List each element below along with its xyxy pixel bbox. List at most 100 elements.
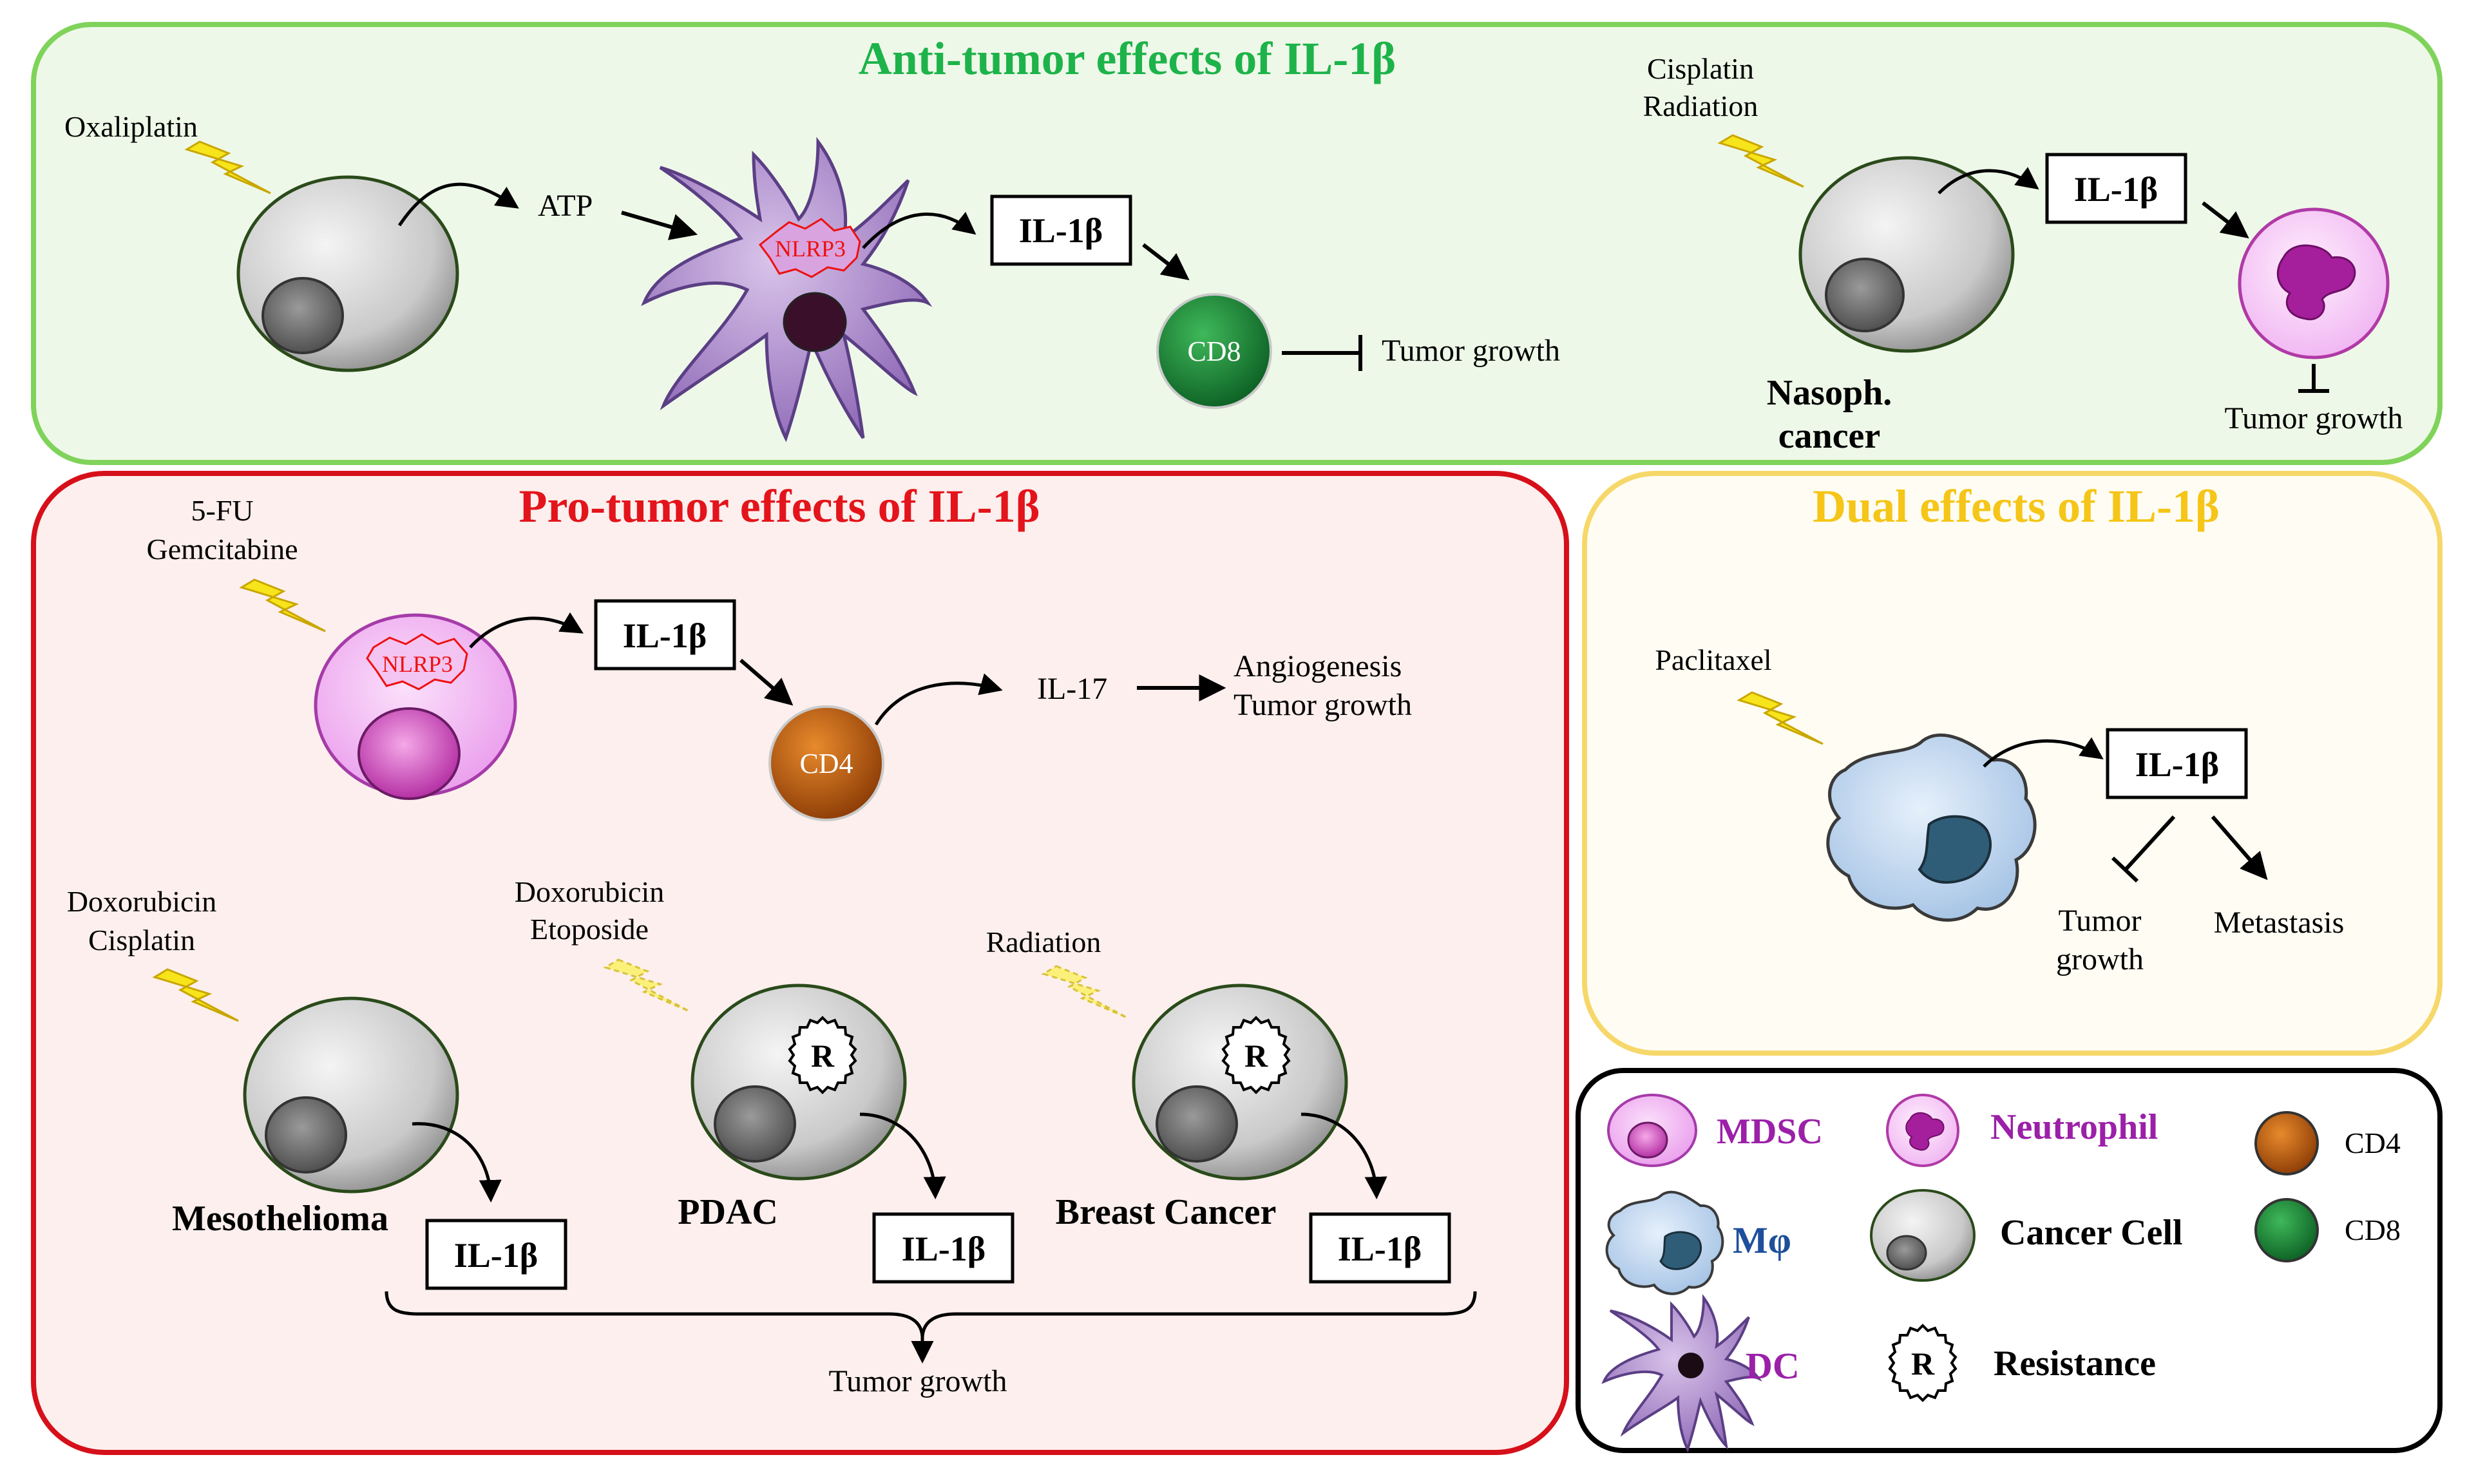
arrow-to-neutrophil bbox=[2202, 201, 2249, 239]
svg-text:R: R bbox=[1244, 1038, 1268, 1074]
macrophage-cell bbox=[1826, 733, 2037, 922]
nasoph-label: Nasoph. bbox=[1767, 373, 1892, 413]
nlrp3-star bbox=[366, 633, 468, 690]
pro-panel-title: Pro-tumor effects of IL-1β bbox=[519, 480, 1040, 532]
anti-panel-frame bbox=[31, 22, 2443, 465]
cancer-cell bbox=[243, 996, 459, 1194]
il17-label: IL-17 bbox=[1037, 672, 1107, 706]
il1b-label: IL-1β bbox=[2135, 745, 2219, 784]
neutrophil-cell bbox=[2238, 207, 2390, 359]
secretion-arrow bbox=[1983, 737, 2104, 768]
secretion-arrow bbox=[412, 1122, 502, 1203]
cancer-cell-icon bbox=[1870, 1189, 1976, 1282]
mdsc-nucleus bbox=[357, 707, 461, 800]
pro-panel-frame bbox=[31, 471, 1569, 1455]
legend-item-cd4: CD4 bbox=[2254, 1111, 2401, 1175]
dc-nucleus bbox=[783, 292, 847, 352]
secretion-arrow bbox=[469, 612, 584, 649]
legend-item-cd8: CD8 bbox=[2254, 1198, 2401, 1262]
legend-item-cancer-cell: Cancer Cell bbox=[1870, 1189, 2183, 1282]
lightning-icon bbox=[1737, 691, 1824, 745]
mdsc-cell: NLRP3 bbox=[314, 613, 517, 800]
il1b-label: IL-1β bbox=[2074, 170, 2158, 209]
legend-item-macrophage: Mφ bbox=[1605, 1190, 1791, 1295]
secretion-arrow bbox=[862, 211, 976, 249]
lightning-icon bbox=[239, 578, 326, 633]
pdac-label: PDAC bbox=[678, 1192, 778, 1232]
il1b-box bbox=[1309, 1212, 1451, 1284]
secretion-arrow bbox=[1300, 1112, 1387, 1199]
cd4-icon bbox=[2254, 1111, 2319, 1175]
nlrp3-label: NLRP3 bbox=[775, 236, 846, 262]
oxaliplatin-label: Oxaliplatin bbox=[64, 110, 198, 143]
resistance-icon: R bbox=[788, 1016, 857, 1094]
legend-label: CD4 bbox=[2345, 1127, 2401, 1159]
legend-label: Neutrophil bbox=[1990, 1107, 2158, 1147]
cd8-icon bbox=[2254, 1198, 2319, 1262]
arrow-to-metastasis bbox=[2211, 815, 2268, 880]
tumor-label: Tumor bbox=[2059, 904, 2142, 938]
inhibition-bar bbox=[2111, 856, 2139, 883]
lightning-icon bbox=[1041, 965, 1128, 1019]
anti-panel-title: Anti-tumor effects of IL-1β bbox=[859, 33, 1396, 84]
dual-effects-panel: Dual effects of IL-1β Paclitaxel IL-1β T… bbox=[1582, 471, 2443, 1056]
atp-label: ATP bbox=[538, 189, 593, 223]
legend-label: DC bbox=[1746, 1345, 1800, 1387]
dual-panel-title: Dual effects of IL-1β bbox=[1813, 480, 2220, 532]
legend-item-resistance: R Resistance bbox=[1888, 1324, 2156, 1402]
il1b-label: IL-1β bbox=[902, 1230, 986, 1268]
il1b-label: IL-1β bbox=[454, 1236, 538, 1275]
radiation-label: Radiation bbox=[1643, 90, 1758, 122]
legend-item-dc: DC bbox=[1601, 1293, 1800, 1453]
breast-cancer-label: Breast Cancer bbox=[1056, 1192, 1277, 1232]
cd4-cell bbox=[768, 705, 884, 821]
etoposide-label: Etoposide bbox=[530, 913, 649, 946]
secretion-arrow bbox=[874, 673, 1003, 726]
nlrp3-label: NLRP3 bbox=[382, 651, 453, 677]
secretion-arrow bbox=[1938, 167, 2039, 195]
legend-label: CD8 bbox=[2345, 1213, 2401, 1246]
legend-panel: MDSC Neutrophil CD4 Mφ Cancer Cell CD8 bbox=[1576, 1068, 2443, 1453]
il1b-box bbox=[594, 599, 736, 671]
gemcitabine-label: Gemcitabine bbox=[146, 533, 298, 566]
paclitaxel-label: Paclitaxel bbox=[1655, 643, 1771, 676]
dendritic-cell: NLRP3 bbox=[641, 137, 933, 442]
cancer-cell bbox=[1798, 156, 2015, 353]
legend-label: Resistance bbox=[1994, 1344, 2156, 1384]
nlrp3-star bbox=[758, 218, 861, 278]
tumor-growth-label: Tumor growth bbox=[1382, 334, 1560, 368]
legend-label: Cancer Cell bbox=[2000, 1213, 2183, 1253]
legend-frame bbox=[1576, 1068, 2443, 1453]
lightning-icon bbox=[152, 968, 239, 1022]
5fu-label: 5-FU bbox=[191, 494, 253, 527]
il1b-label: IL-1β bbox=[1019, 211, 1103, 250]
il1b-label: IL-1β bbox=[623, 616, 707, 655]
arrow-to-cd4 bbox=[739, 658, 794, 706]
lightning-icon bbox=[603, 958, 690, 1013]
lightning-icon bbox=[1717, 134, 1804, 188]
legend-label: Mφ bbox=[1733, 1219, 1791, 1261]
legend-item-mdsc: MDSC bbox=[1607, 1094, 1823, 1167]
il1b-box bbox=[2045, 153, 2187, 224]
secretion-arrow bbox=[397, 182, 519, 227]
cd4-label: CD4 bbox=[799, 748, 853, 779]
cisplatin-label: Cisplatin bbox=[88, 924, 195, 956]
inhibition-line bbox=[2124, 815, 2176, 871]
legend-label: MDSC bbox=[1717, 1112, 1823, 1152]
il1b-box bbox=[2106, 728, 2248, 799]
il1b-box bbox=[425, 1219, 567, 1290]
pro-tumor-panel: Pro-tumor effects of IL-1β 5-FU Gemcitab… bbox=[31, 471, 1569, 1455]
tumor-growth-label: Tumor growth bbox=[2225, 401, 2403, 435]
metastasis-label: Metastasis bbox=[2214, 906, 2345, 940]
arrow-to-cd8 bbox=[1142, 243, 1190, 281]
cancer-cell bbox=[236, 175, 459, 372]
svg-text:R: R bbox=[1911, 1346, 1935, 1382]
mesothelioma-label: Mesothelioma bbox=[172, 1199, 388, 1239]
il1b-box bbox=[990, 195, 1132, 266]
legend-item-neutrophil: Neutrophil bbox=[1886, 1094, 2158, 1167]
lightning-icon bbox=[184, 140, 271, 195]
cd8-cell bbox=[1156, 293, 1272, 409]
il1b-box bbox=[872, 1212, 1014, 1284]
